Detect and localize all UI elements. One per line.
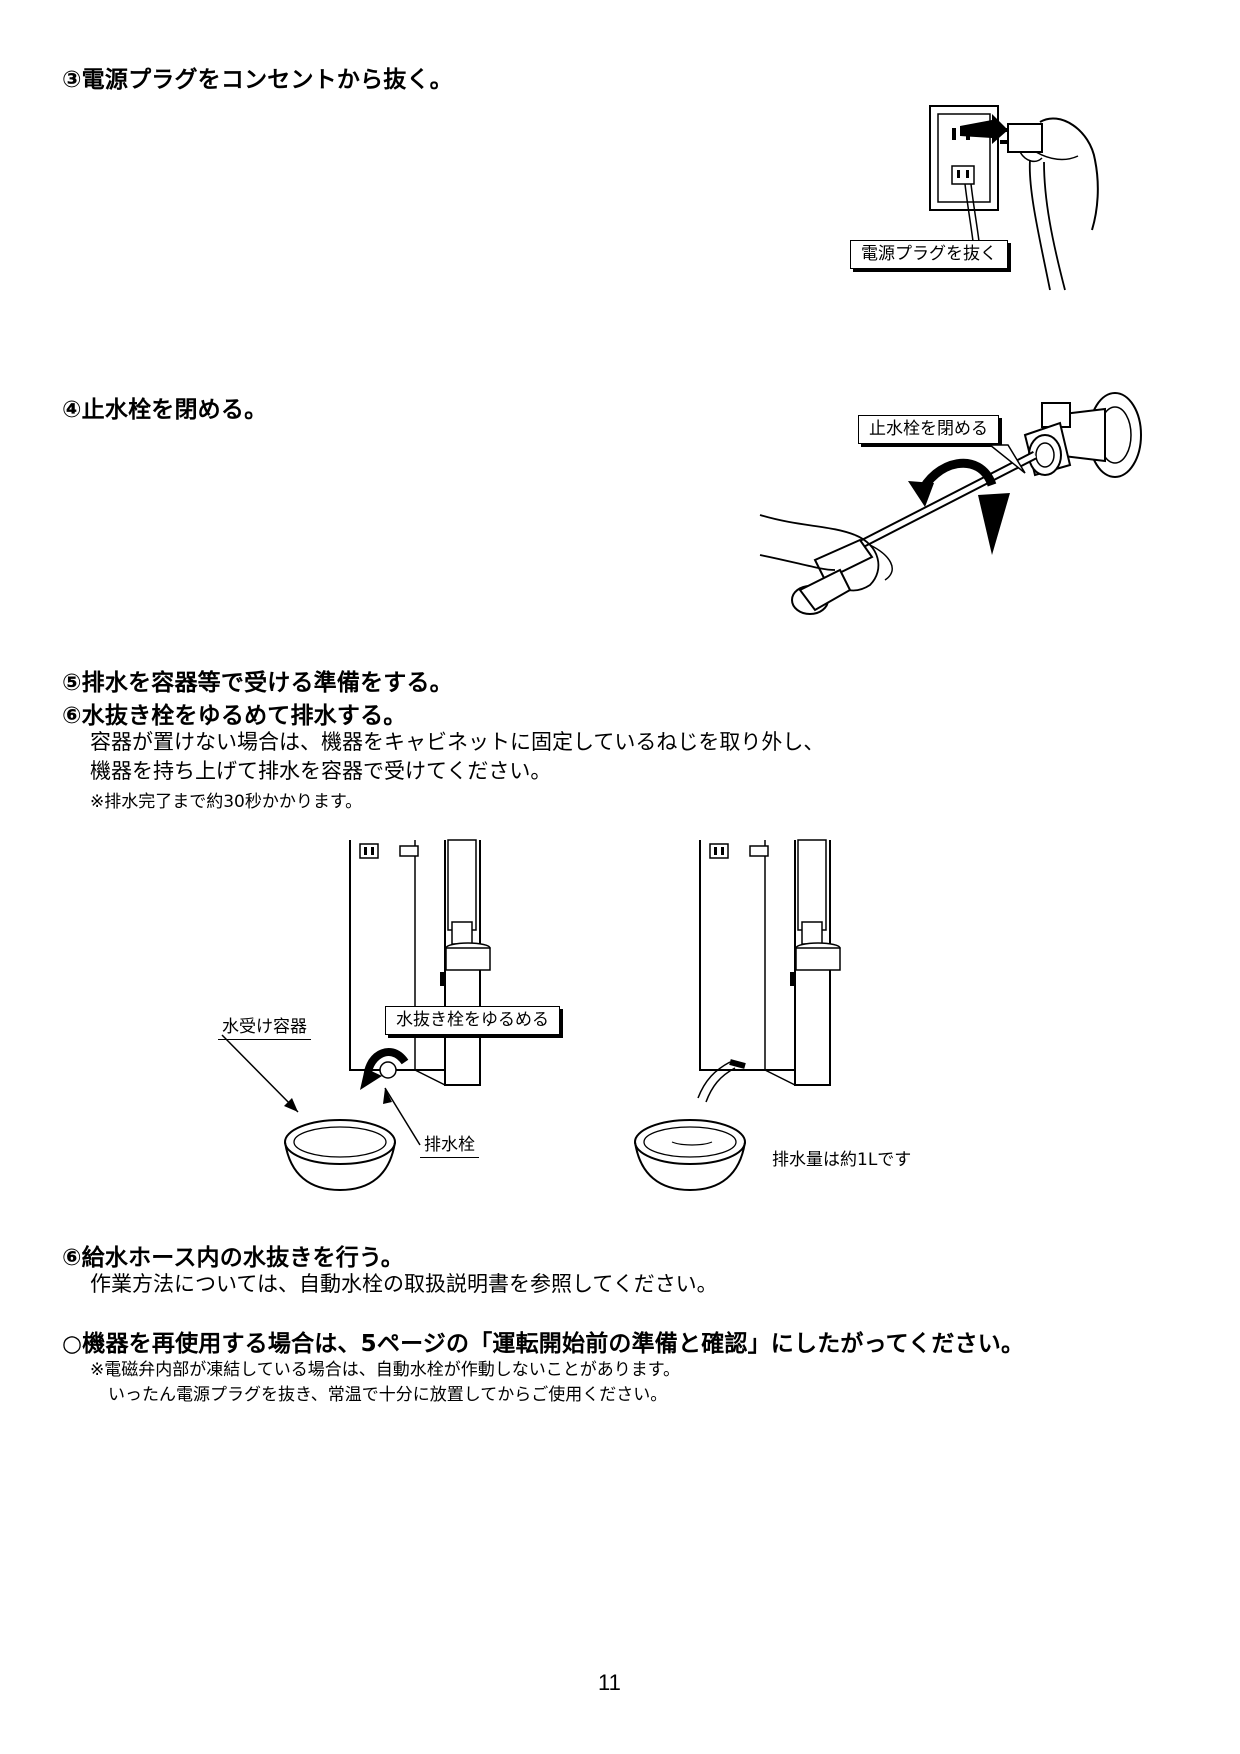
drain-right-illustration (620, 830, 880, 1200)
drain-volume-label: 排水量は約1Lです (772, 1150, 912, 1170)
page-number: 11 (598, 1670, 621, 1695)
unplug-callout: 電源プラグを抜く (850, 240, 1008, 270)
callout-pointer (990, 445, 1030, 475)
loosen-drain-plug-callout: 水抜き栓をゆるめる (385, 1006, 560, 1036)
step6-title: ⑥水抜き栓をゆるめて排水する。 (62, 703, 407, 729)
step6b-title: ⑥給水ホース内の水抜きを行う。 (62, 1245, 404, 1271)
reuse-title: ○機器を再使用する場合は、5ページの「運転開始前の準備と確認」にしたがってくださ… (62, 1331, 1025, 1357)
step5-title: ⑤排水を容器等で受ける準備をする。 (62, 670, 453, 696)
step6b-body: 作業方法については、自動水栓の取扱説明書を参照してください。 (90, 1272, 718, 1296)
step4-title: ④止水栓を閉める。 (62, 397, 268, 423)
unplug-illustration (900, 100, 1130, 300)
step3-title: ③電源プラグをコンセントから抜く。 (62, 67, 453, 93)
step6-body-line2: 機器を持ち上げて排水を容器で受けてください。 (90, 759, 552, 783)
water-container-label: 水受け容器 (218, 1012, 311, 1040)
drain-plug-label: 排水栓 (420, 1130, 479, 1158)
step6-body-line1: 容器が置けない場合は、機器をキャビネットに固定しているねじを取り外し、 (90, 730, 825, 754)
reuse-note-line1: ※電磁弁内部が凍結している場合は、自動水栓が作動しないことがあります。 (90, 1360, 681, 1380)
close-stop-valve-illustration (760, 395, 1180, 625)
step6-note: ※排水完了まで約30秒かかります。 (90, 792, 363, 812)
close-valve-callout: 止水栓を閉める (858, 415, 999, 445)
reuse-note-line2: いったん電源プラグを抜き、常温で十分に放置してからご使用ください。 (108, 1385, 668, 1405)
